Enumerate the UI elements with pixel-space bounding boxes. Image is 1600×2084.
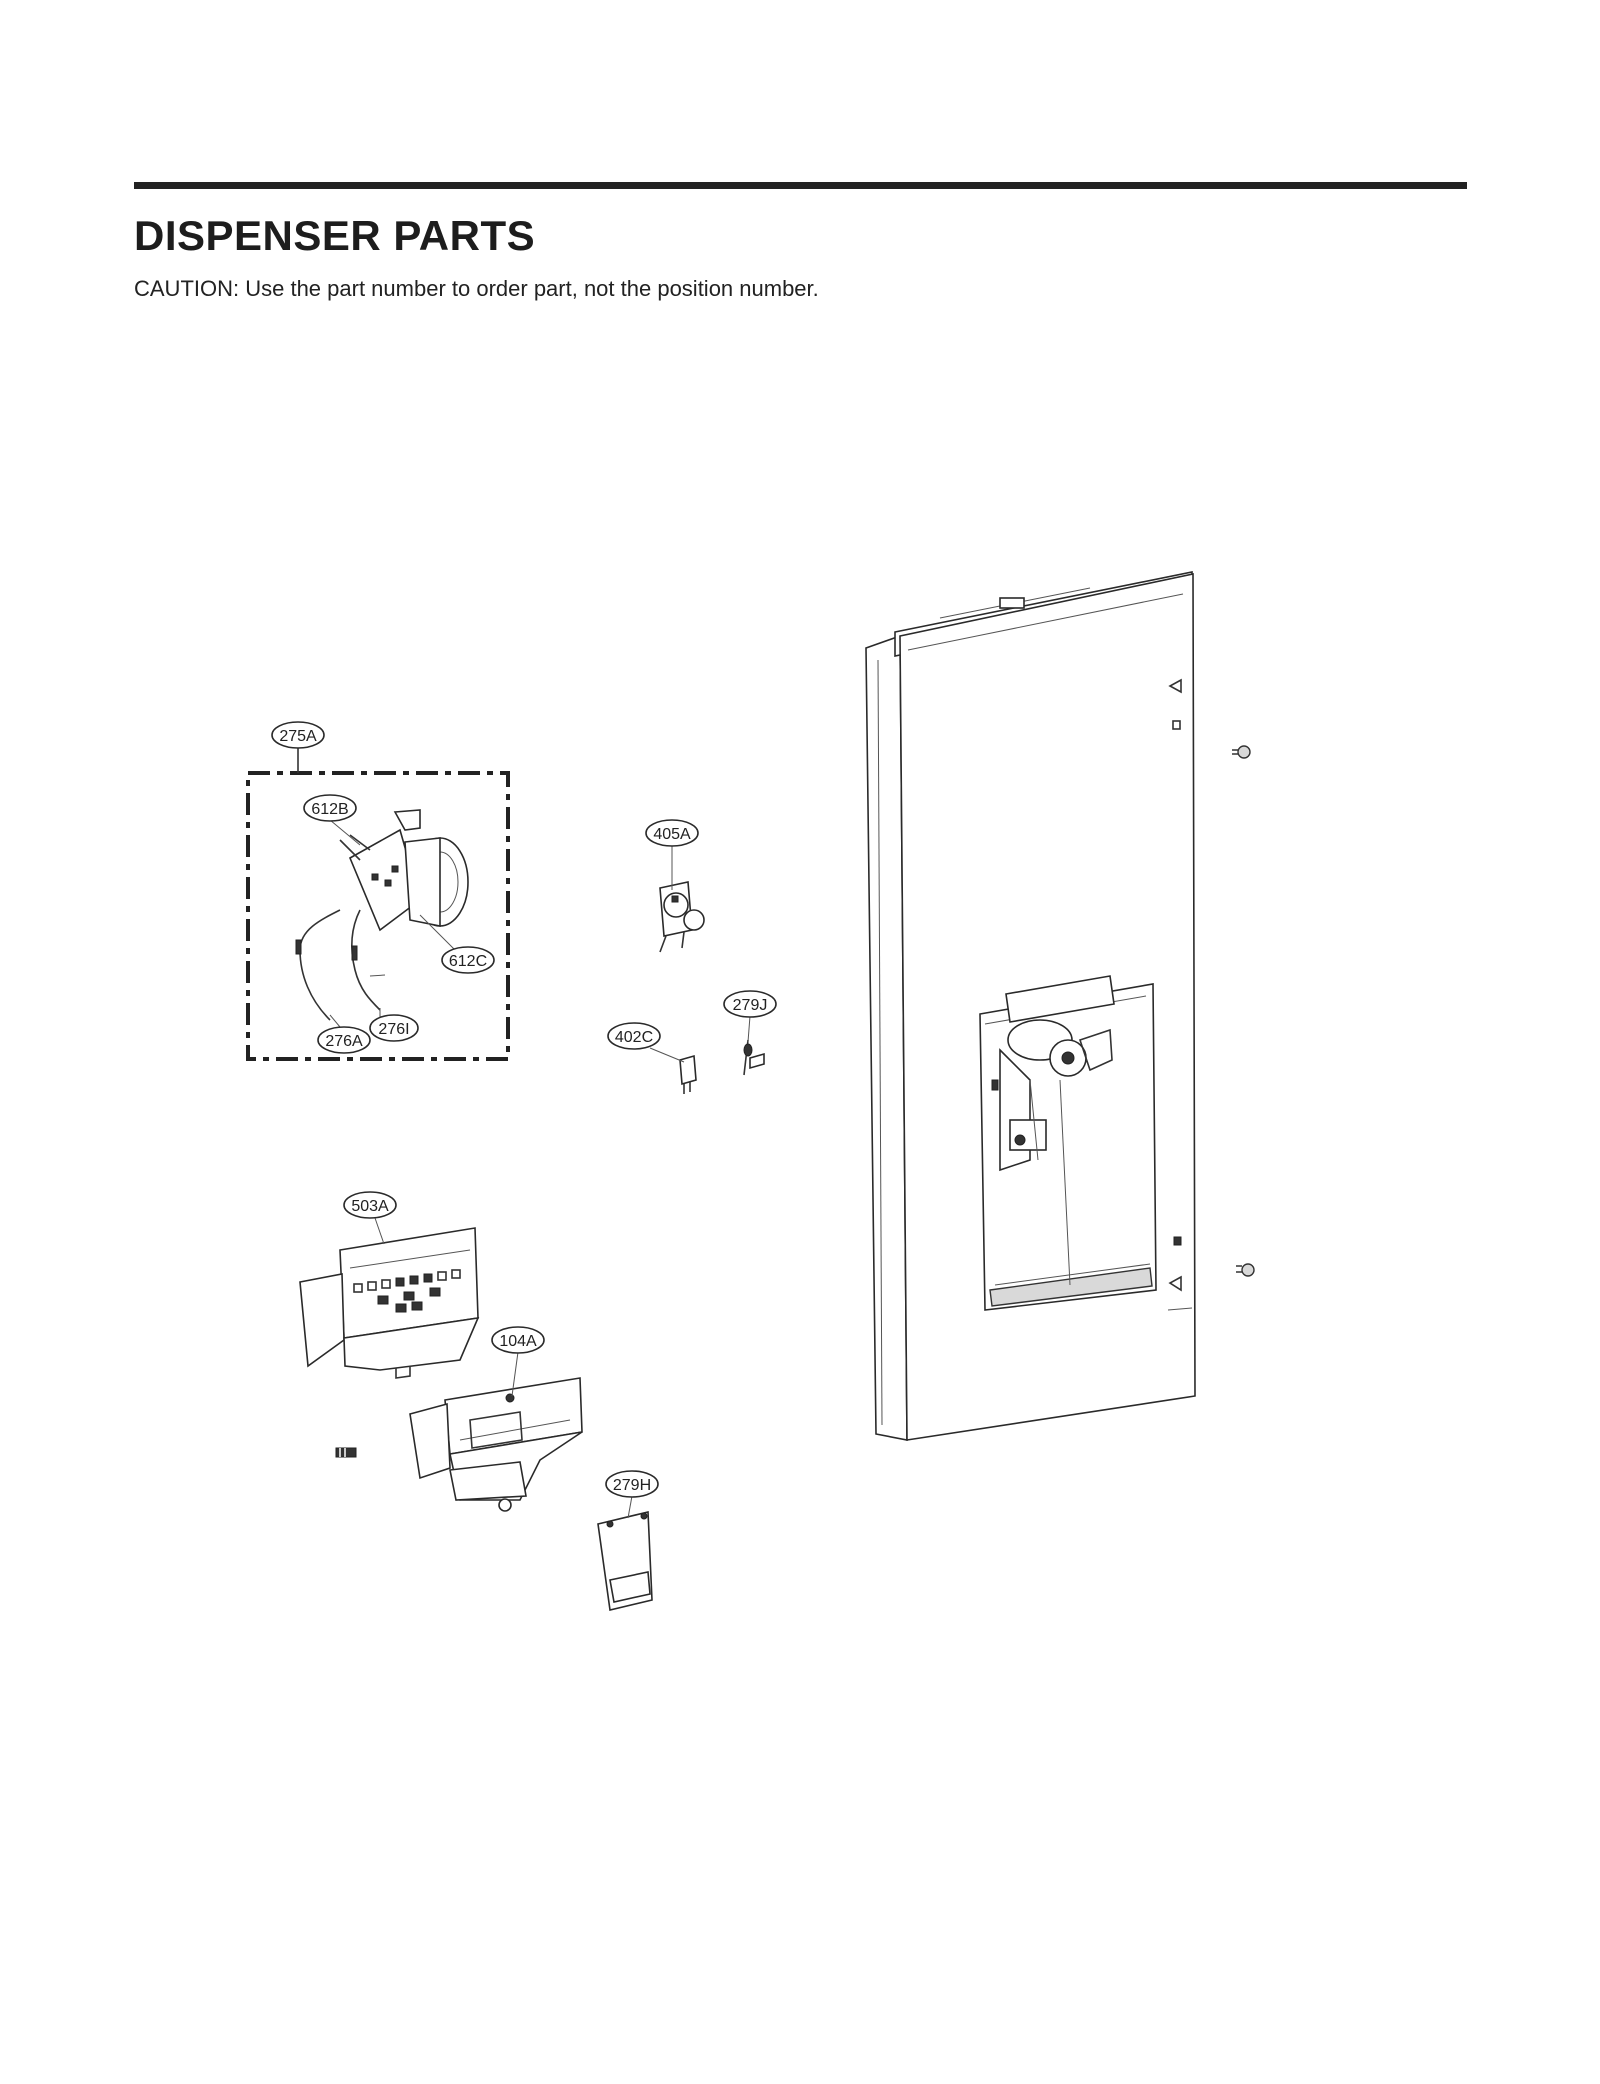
callout-612C: 612C [441,946,495,974]
page-title: DISPENSER PARTS [134,212,536,259]
callout-label-279H: 279H [613,1477,651,1494]
assembly-275A [246,748,510,1061]
part-279J [743,1039,765,1076]
callout-503A: 503A [343,1191,397,1219]
top-rule [134,182,1467,189]
callout-label-612C: 612C [449,953,487,970]
callout-279J: 279J [723,990,777,1018]
callout-275A: 275A [271,721,325,749]
part-279H [597,1510,653,1611]
part-503A [299,1227,480,1379]
caution-note: CAUTION: Use the part number to order pa… [134,276,819,301]
callout-label-276A: 276A [325,1033,363,1050]
callout-402C: 402C [607,1022,661,1050]
callout-label-104A: 104A [499,1333,537,1350]
callout-276A: 276A [317,1026,371,1054]
door-assembly [865,571,1255,1441]
callout-405A: 405A [645,819,699,847]
part-104A [335,1377,583,1512]
callout-612B: 612B [303,794,357,822]
callout-label-612B: 612B [311,801,348,818]
part-402C [679,1054,697,1094]
callout-label-279J: 279J [733,997,768,1014]
leader-lines [329,819,751,1519]
callout-label-402C: 402C [615,1029,653,1046]
part-405A [659,881,705,953]
callout-279H: 279H [605,1470,659,1498]
screw-lower [1236,1263,1255,1277]
callout-label-275A: 275A [279,728,317,745]
screw-upper [1232,745,1251,759]
callout-276I: 276I [369,1014,419,1042]
callout-label-276I: 276I [378,1021,409,1038]
callout-label-405A: 405A [653,826,691,843]
callout-104A: 104A [491,1326,545,1354]
callout-label-503A: 503A [351,1198,389,1215]
